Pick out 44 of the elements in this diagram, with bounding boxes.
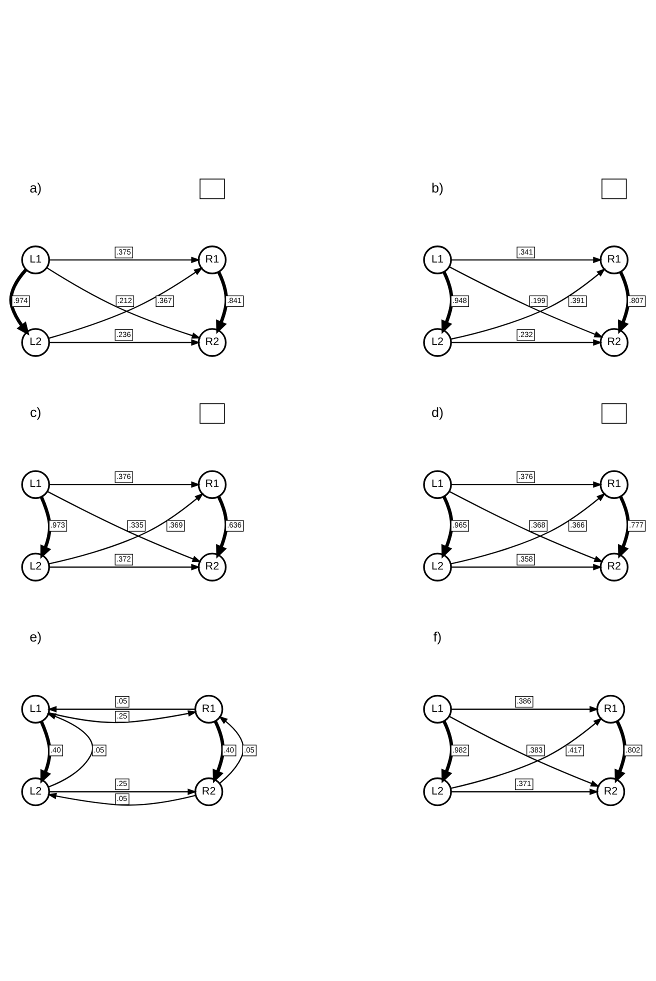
edge-label: .335 (128, 520, 144, 530)
edge-label: .341 (518, 246, 533, 256)
edge-label: .40 (50, 744, 61, 754)
edge-label: .358 (518, 554, 533, 564)
edge-label: .973 (50, 520, 65, 530)
label: a) (30, 180, 42, 195)
edge-label: .974 (13, 296, 28, 305)
label: c) (30, 404, 42, 420)
edge-label: .367 (157, 296, 172, 305)
edge-label: .841 (227, 296, 242, 305)
label: e) (30, 629, 42, 644)
edge-label: .391 (570, 296, 585, 305)
edge-label: .376 (116, 472, 131, 481)
edge-label: .25 (116, 711, 128, 720)
edge-label: .807 (629, 296, 644, 305)
edge-label: .371 (516, 778, 532, 788)
edge-label: .05 (116, 696, 128, 706)
edge-label: .386 (516, 696, 532, 706)
edge-label: .376 (518, 472, 533, 481)
edge-label: .383 (528, 744, 543, 754)
edge-label: .965 (452, 520, 467, 530)
edge-label: .982 (452, 744, 467, 754)
edge-label: .802 (626, 744, 640, 754)
edge-label: .40 (224, 744, 234, 754)
edge-label: .948 (452, 296, 467, 305)
edge-label: .636 (227, 520, 242, 530)
edge-label: .368 (530, 520, 546, 530)
edge-label: .05 (244, 744, 254, 754)
edge-label: .05 (94, 744, 104, 754)
label: b) (432, 180, 444, 195)
edge-label: .375 (116, 246, 131, 256)
edge-label: .366 (570, 520, 585, 530)
edge-label: .777 (629, 520, 644, 530)
edge-label: .232 (518, 329, 533, 338)
edge-label: .199 (530, 296, 546, 305)
edge-label: .369 (168, 520, 183, 530)
edge-label: .372 (116, 554, 131, 564)
edge-label: .05 (116, 794, 128, 803)
edge-label: .236 (116, 329, 131, 338)
label: d) (432, 404, 444, 420)
label: f) (433, 629, 442, 644)
edge-label: .25 (116, 778, 128, 788)
edge-label: .417 (567, 744, 582, 754)
edge-label: .212 (117, 296, 132, 305)
